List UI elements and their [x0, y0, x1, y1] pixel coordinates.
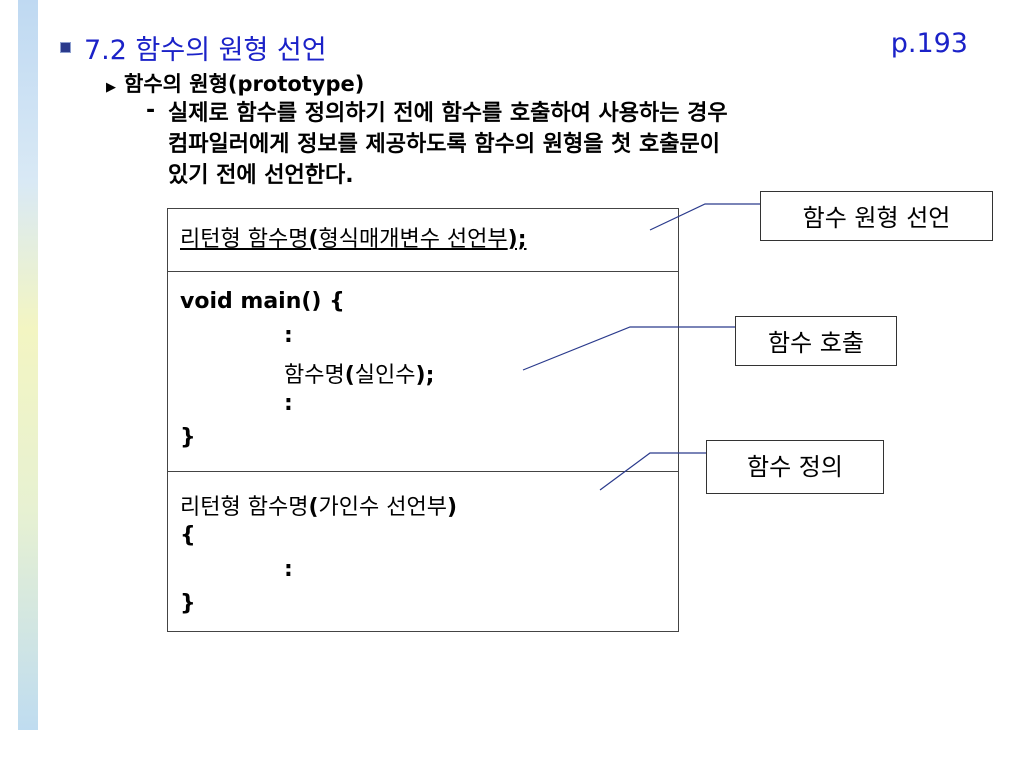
call-function-name: 함수명: [284, 363, 345, 388]
dash-bullet: -: [146, 98, 156, 123]
prototype-close: );: [507, 227, 527, 252]
definition-open-paren: (: [308, 495, 319, 520]
code-box: 리턴형 함수명(형식매개변수 선언부); void main() { : 함수명…: [167, 208, 679, 632]
definition-open-brace: {: [180, 523, 196, 548]
leader-prototype: [649, 203, 760, 231]
function-call-line: 함수명(실인수);: [284, 357, 434, 389]
call-close: );: [415, 363, 435, 388]
main-ellipsis-2: :: [284, 391, 293, 416]
definition-params: 가인수 선언부: [318, 495, 447, 520]
prototype-line: 리턴형 함수명(형식매개변수 선언부);: [180, 221, 527, 253]
box-divider-top: [168, 271, 678, 272]
main-close-brace: }: [180, 425, 196, 450]
definition-ellipsis: :: [284, 557, 293, 582]
page-reference: p.193: [890, 28, 968, 59]
prototype-params: 형식매개변수 선언부: [318, 227, 508, 252]
callout-function-call: 함수 호출: [735, 316, 897, 366]
leader-call: [522, 326, 735, 371]
callout-function-definition: 함수 정의: [706, 440, 884, 494]
box-divider-bottom: [168, 471, 678, 472]
prototype-return-name: 리턴형 함수명: [180, 227, 309, 252]
prototype-open-paren: (: [308, 227, 319, 252]
description-line-1: 실제로 함수를 정의하기 전에 함수를 호출하여 사용하는 경우: [168, 101, 728, 126]
description-line-2: 컴파일러에게 정보를 제공하도록 함수의 원형을 첫 호출문이: [168, 132, 720, 157]
call-arguments: 실인수: [354, 363, 416, 388]
square-bullet-icon: [60, 42, 71, 53]
description-line-3: 있기 전에 선언한다.: [168, 163, 354, 188]
description: 실제로 함수를 정의하기 전에 함수를 호출하여 사용하는 경우 컴파일러에게 …: [168, 98, 968, 191]
definition-return-name: 리턴형 함수명: [180, 495, 309, 520]
main-ellipsis-1: :: [284, 323, 293, 348]
callout-prototype-declaration: 함수 원형 선언: [760, 191, 993, 241]
definition-close-brace: }: [180, 591, 196, 616]
triangle-bullet-icon: ▶: [106, 80, 116, 95]
call-open-paren: (: [344, 363, 355, 388]
definition-close-paren: ): [446, 495, 457, 520]
main-signature: void main() {: [180, 289, 345, 314]
leader-definition: [599, 452, 706, 491]
slide-title: 7.2 함수의 원형 선언: [84, 35, 327, 66]
decorative-side-bar: [18, 0, 38, 730]
subheading: 함수의 원형(prototype): [124, 72, 365, 96]
definition-signature: 리턴형 함수명(가인수 선언부): [180, 489, 457, 521]
